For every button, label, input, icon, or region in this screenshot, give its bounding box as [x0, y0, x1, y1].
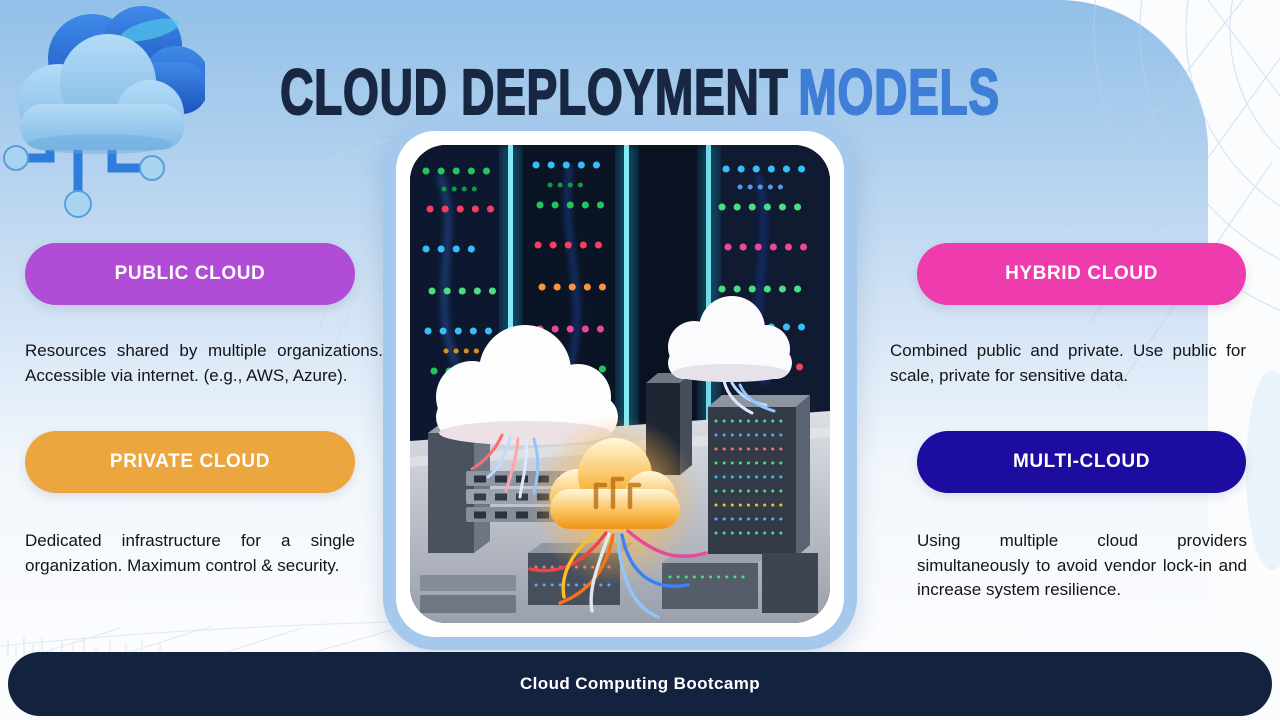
page-title-primary: CLOUD DEPLOYMENT — [279, 55, 789, 128]
pill-public-cloud: PUBLIC CLOUD — [25, 243, 355, 305]
description-hybrid-cloud: Combined public and private. Use public … — [890, 341, 1246, 385]
description-private-cloud: Dedicated infrastructure for a single or… — [25, 531, 355, 575]
pill-public-cloud-label: PUBLIC CLOUD — [114, 263, 266, 284]
cloud-network-icon — [3, 6, 205, 218]
footer-bar: Cloud Computing Bootcamp — [8, 652, 1272, 716]
center-image-card — [383, 118, 857, 650]
description-public-cloud: Resources shared by multiple organizatio… — [25, 341, 383, 385]
pill-private-cloud-label: PRIVATE CLOUD — [109, 451, 271, 472]
pill-private-cloud: PRIVATE CLOUD — [25, 431, 355, 493]
pill-multi-cloud: MULTI-CLOUD — [917, 431, 1246, 493]
footer-text: Cloud Computing Bootcamp — [519, 674, 760, 693]
pill-multi-cloud-label: MULTI-CLOUD — [1012, 451, 1151, 472]
pill-hybrid-cloud: HYBRID CLOUD — [917, 243, 1246, 305]
pill-hybrid-cloud-label: HYBRID CLOUD — [1005, 263, 1158, 284]
server-room-clouds-illustration — [410, 145, 830, 623]
description-multi-cloud: Using multiple cloud providers simultane… — [917, 531, 1247, 599]
page-title-accent: MODELS — [798, 55, 1000, 128]
